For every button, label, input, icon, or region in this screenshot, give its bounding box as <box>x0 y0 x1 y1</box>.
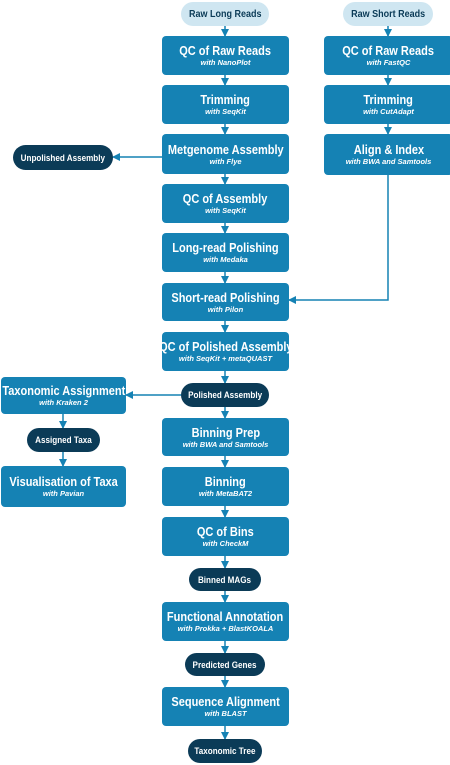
step-taxonomic-assignment: Taxonomic Assignment with Kraken 2 <box>1 377 126 414</box>
output-label: Unpolished Assembly <box>20 152 106 163</box>
step-tool: with MetaBAT2 <box>198 489 253 498</box>
step-title: Visualisation of Taxa <box>9 475 118 489</box>
output-polished-assembly: Polished Assembly <box>181 383 269 407</box>
step-title: Align & Index <box>353 143 424 157</box>
step-tool: with Kraken 2 <box>39 398 88 407</box>
step-short-read-polishing: Short-read Polishing with Pilon <box>162 283 289 321</box>
step-title: QC of Polished Assembly <box>158 340 293 354</box>
input-raw-long-reads: Raw Long Reads <box>181 2 269 26</box>
step-title: Trimming <box>200 93 251 107</box>
step-trimming-long: Trimming with SeqKit <box>162 85 289 124</box>
step-tool: with Prokka + BlastKOALA <box>177 624 274 633</box>
output-label: Assigned Taxa <box>35 435 92 445</box>
step-title: Trimming <box>363 93 414 107</box>
step-title: Binning Prep <box>191 425 260 440</box>
step-title: Functional Annotation <box>167 610 284 624</box>
step-title: Taxonomic Assignment <box>2 384 125 398</box>
step-title: Binning <box>205 475 246 489</box>
step-title: Long-read Polishing <box>172 241 279 255</box>
step-title: Metgenome Assembly <box>167 142 284 157</box>
step-tool: with BWA and Samtools <box>345 157 432 166</box>
output-binned-mags: Binned MAGs <box>189 568 261 591</box>
step-visualisation-of-taxa: Visualisation of Taxa with Pavian <box>1 466 126 507</box>
step-sequence-alignment: Sequence Alignment with BLAST <box>162 687 289 726</box>
step-title: Sequence Alignment <box>171 695 280 709</box>
output-label: Taxonomic Tree <box>194 746 256 756</box>
output-label: Predicted Genes <box>193 659 257 670</box>
input-raw-short-reads-label: Raw Short Reads <box>350 8 426 20</box>
step-align-index: Align & Index with BWA and Samtools <box>324 134 450 175</box>
step-tool: with FastQC <box>366 58 411 67</box>
output-taxonomic-tree: Taxonomic Tree <box>188 739 262 763</box>
step-title: QC of Raw Reads <box>179 44 272 58</box>
input-raw-long-reads-label: Raw Long Reads <box>188 8 262 20</box>
step-functional-annotation: Functional Annotation with Prokka + Blas… <box>162 602 289 641</box>
step-binning-prep: Binning Prep with BWA and Samtools <box>162 418 289 456</box>
step-tool: with CheckM <box>202 539 249 548</box>
step-long-read-polishing: Long-read Polishing with Medaka <box>162 233 289 272</box>
step-tool: with BLAST <box>204 709 247 718</box>
step-title: Short-read Polishing <box>171 290 280 305</box>
output-label: Binned MAGs <box>198 574 252 585</box>
output-unpolished-assembly: Unpolished Assembly <box>13 145 113 170</box>
step-tool: with SeqKit <box>205 107 246 116</box>
step-metagenome-assembly: Metgenome Assembly with Flye <box>162 134 289 174</box>
step-tool: with Pilon <box>207 304 244 314</box>
step-qc-of-bins: QC of Bins with CheckM <box>162 517 289 556</box>
output-predicted-genes: Predicted Genes <box>185 653 265 676</box>
step-tool: with Flye <box>209 156 242 166</box>
step-tool: with SeqKit + metaQUAST <box>178 354 273 363</box>
output-assigned-taxa: Assigned Taxa <box>27 428 100 452</box>
step-tool: with SeqKit <box>205 206 246 215</box>
step-qc-assembly: QC of Assembly with SeqKit <box>162 184 289 223</box>
step-qc-raw-long: QC of Raw Reads with NanoPlot <box>162 36 289 75</box>
step-tool: with CutAdapt <box>363 107 414 116</box>
step-tool: with NanoPlot <box>200 58 251 67</box>
step-tool: with Medaka <box>203 255 248 264</box>
step-title: QC of Raw Reads <box>342 44 435 58</box>
step-qc-raw-short: QC of Raw Reads with FastQC <box>324 36 450 75</box>
step-binning: Binning with MetaBAT2 <box>162 467 289 506</box>
step-tool: with BWA and Samtools <box>182 439 269 449</box>
step-qc-polished-assembly: QC of Polished Assembly with SeqKit + me… <box>158 332 293 371</box>
step-tool: with Pavian <box>42 489 85 498</box>
step-title: QC of Bins <box>197 525 254 539</box>
step-trimming-short: Trimming with CutAdapt <box>324 85 450 124</box>
output-label: Polished Assembly <box>188 390 262 400</box>
step-title: QC of Assembly <box>183 192 268 206</box>
input-raw-short-reads: Raw Short Reads <box>343 2 433 26</box>
